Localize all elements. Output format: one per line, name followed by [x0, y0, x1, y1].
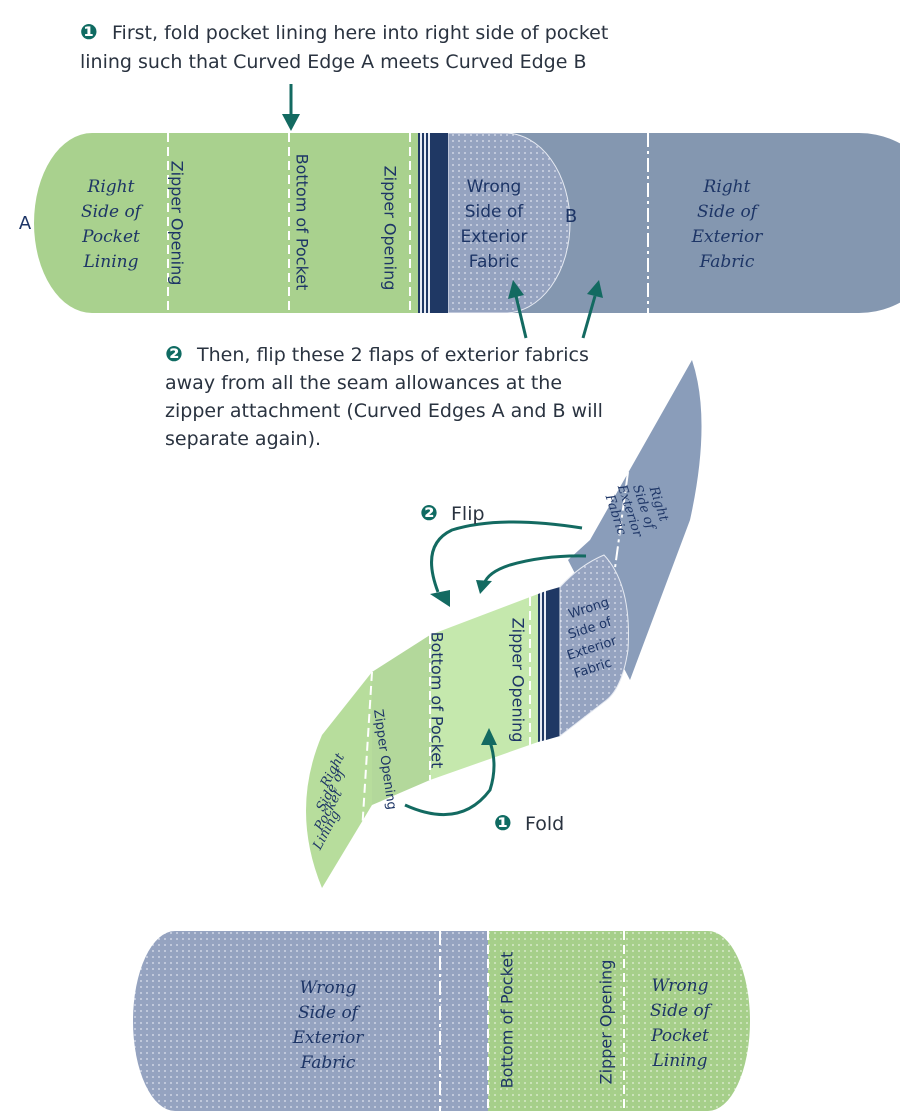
mid-zipper-tape [546, 587, 560, 740]
mid-zipper-teeth [538, 591, 546, 742]
svg-text:Exterior: Exterior [460, 227, 527, 247]
svg-text:Wrong: Wrong [467, 177, 522, 197]
bottom-strip [133, 931, 750, 1111]
fold-number: ❶ [494, 811, 512, 835]
step2-number: ❷ [165, 342, 183, 366]
bottom-zipper-opening-label: Zipper Opening [597, 960, 616, 1085]
flip-arrow-inner-icon [476, 554, 587, 594]
mid-right-side-label: Right Side of Exterior Fabric [601, 482, 671, 540]
step1-note-line1: First, fold pocket lining here into righ… [112, 22, 608, 44]
svg-text:Right: Right [703, 177, 751, 197]
step1-note: ❶ First, fold pocket lining here into ri… [80, 20, 608, 73]
step2-note-line1: Then, flip these 2 flaps of exterior fab… [196, 344, 589, 366]
svg-text:Fabric: Fabric [699, 252, 755, 272]
svg-text:Wrong: Wrong [300, 978, 357, 998]
mid-wrong-side-flap [559, 554, 629, 738]
top-lining-panel [34, 133, 420, 313]
top-right-side-label: Right Side of Exterior Fabric [691, 177, 764, 272]
top-zipper-tape [432, 133, 448, 313]
top-lining-label: Right Side of Pocket Lining [81, 177, 144, 272]
top-zipper-opening-left-label: Zipper Opening [168, 161, 187, 286]
step1-number: ❶ [80, 20, 98, 44]
bottom-bottom-of-pocket-label: Bottom of Pocket [498, 952, 517, 1089]
step1-note-line2: lining such that Curved Edge A meets Cur… [80, 51, 586, 73]
step2-up-arrow-left-icon [508, 280, 528, 339]
svg-text:Side of: Side of [298, 1003, 361, 1023]
mid-lining-panel-left [372, 635, 430, 805]
step2-note-line4: separate again). [165, 428, 321, 450]
mid-exterior-line [611, 471, 629, 591]
mid-bottom-of-pocket-label: Bottom of Pocket [428, 632, 447, 769]
top-strip [34, 133, 900, 313]
step1-down-arrow-icon [282, 84, 300, 131]
flip-number: ❷ [420, 501, 438, 525]
flip-arrow-outer-icon [430, 520, 583, 607]
top-wrong-side-flap [447, 133, 571, 313]
mid-lining-panel-right [430, 594, 538, 780]
svg-text:Pocket: Pocket [650, 1026, 709, 1046]
svg-text:Side of: Side of [465, 202, 525, 222]
svg-text:Right: Right [87, 177, 135, 197]
bottom-wrong-lining-label: Wrong Side of Pocket Lining [650, 976, 713, 1071]
fold-label: Fold [525, 813, 564, 835]
curved-edge-a-label: A [19, 213, 32, 234]
fold-arrow-icon [404, 728, 497, 817]
mid-zipper-opening-right-label: Zipper Opening [509, 618, 528, 743]
svg-text:Fabric: Fabric [300, 1053, 356, 1073]
svg-text:Lining: Lining [83, 252, 139, 272]
middle-folded-diagram: Right Side of Exterior Fabric Wrong Side… [306, 360, 702, 888]
svg-text:Exterior: Exterior [292, 1028, 365, 1048]
svg-text:Side of: Side of [697, 202, 760, 222]
step2-note-line3: zipper attachment (Curved Edges A and B … [165, 400, 603, 422]
svg-text:Exterior: Exterior [691, 227, 764, 247]
top-zipper-opening-right-label: Zipper Opening [381, 166, 400, 291]
bottom-lining-panel [488, 931, 750, 1111]
svg-text:Side of: Side of [81, 202, 144, 222]
step2-note-line2: away from all the seam allowances at the [165, 372, 562, 394]
bottom-exterior-panel [133, 931, 488, 1111]
top-bottom-of-pocket-label: Bottom of Pocket [293, 154, 312, 291]
svg-text:Wrong: Wrong [652, 976, 709, 996]
bottom-wrong-exterior-label: Wrong Side of Exterior Fabric [292, 978, 365, 1073]
step2-up-arrow-right-icon [581, 280, 603, 339]
mid-lining-curved-end [306, 672, 372, 888]
svg-text:Side of: Side of [650, 1001, 713, 1021]
svg-text:Fabric: Fabric [469, 252, 520, 272]
svg-text:Pocket: Pocket [81, 227, 140, 247]
top-wrong-side-label: Wrong Side of Exterior Fabric [460, 177, 527, 272]
step2-note: ❷ Then, flip these 2 flaps of exterior f… [165, 342, 603, 450]
flip-label: Flip [451, 503, 485, 525]
top-zipper-teeth [418, 133, 432, 313]
curved-edge-b-label: B [565, 206, 577, 227]
mid-zipper-line-left [361, 671, 373, 833]
svg-text:Lining: Lining [652, 1051, 708, 1071]
